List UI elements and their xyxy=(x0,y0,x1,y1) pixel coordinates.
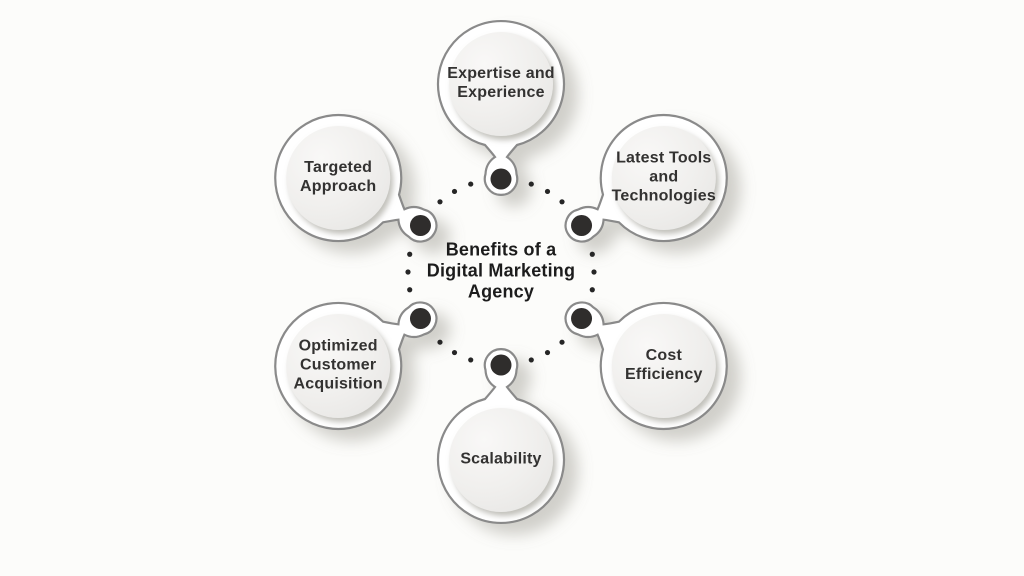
node-disc-scalability xyxy=(449,408,553,512)
connector-dot-icon-optimized-customer-acquisition xyxy=(409,308,431,329)
dotted-ring-dot-icon xyxy=(437,199,443,205)
dotted-ring-dot-icon xyxy=(544,349,551,356)
dotted-ring-dot-icon xyxy=(559,199,565,205)
dotted-ring-dot-icon xyxy=(468,181,474,187)
node-disc-targeted-approach xyxy=(286,126,391,230)
connector-dot-icon-expertise-and-experience xyxy=(490,168,512,190)
dotted-ring-dot-icon xyxy=(437,339,443,345)
connector-dot-icon-cost-efficiency xyxy=(571,308,593,329)
dotted-ring-dot-icon xyxy=(405,269,411,275)
node-disc-optimized-customer-acquisition xyxy=(286,314,391,418)
node-disc-latest-tools-and-technologies xyxy=(611,126,716,230)
dotted-ring-dot-icon xyxy=(407,287,413,293)
dotted-ring-dot-icon xyxy=(528,357,534,363)
dotted-ring-dot-icon xyxy=(559,339,565,345)
dotted-ring-dot-icon xyxy=(451,188,458,195)
node-disc-cost-efficiency xyxy=(611,314,716,418)
dotted-ring-dot-icon xyxy=(468,357,474,363)
dotted-ring-dot-icon xyxy=(591,269,597,275)
connector-dot-icon-scalability xyxy=(490,354,512,376)
connector-dot-icon-targeted-approach xyxy=(409,215,431,236)
dotted-ring-dot-icon xyxy=(544,188,551,195)
dotted-ring-dot-icon xyxy=(528,181,534,187)
node-disc-expertise-and-experience xyxy=(449,32,553,136)
dotted-ring-dot-icon xyxy=(589,251,595,257)
dotted-ring-dot-icon xyxy=(589,287,595,293)
dotted-ring-dot-icon xyxy=(407,251,413,257)
connector-dot-icon-latest-tools-and-technologies xyxy=(571,215,593,236)
dotted-ring-dot-icon xyxy=(451,349,458,356)
